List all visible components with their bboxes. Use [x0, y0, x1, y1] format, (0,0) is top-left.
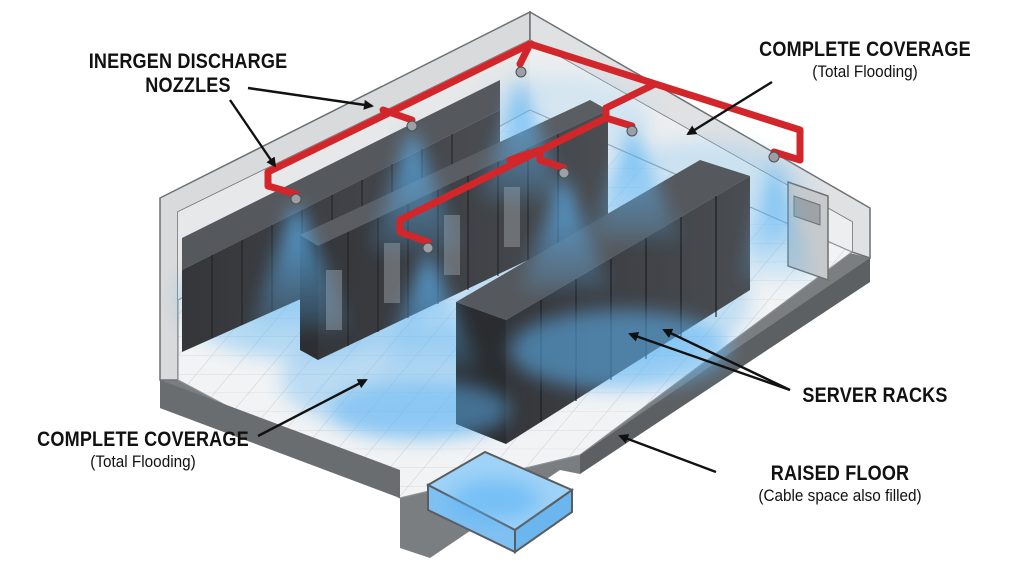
- floor-edge: [160, 380, 400, 498]
- arrow-racks-2: [662, 328, 791, 392]
- arrow-raised-floor: [618, 434, 717, 474]
- label-server-racks-title: SERVER RACKS: [802, 384, 948, 407]
- label-server-racks: SERVER RACKS: [770, 384, 980, 408]
- label-nozzles-line1: INERGEN DISCHARGE: [88, 50, 288, 73]
- arrow-coverage-top: [686, 80, 773, 136]
- label-complete-coverage-left: COMPLETE COVERAGE (Total Flooding): [18, 428, 268, 472]
- arrow-coverage-left: [257, 378, 368, 438]
- label-coverage-left-title: COMPLETE COVERAGE: [37, 428, 249, 451]
- cable-pit: [425, 450, 575, 554]
- callout-arrows: [229, 80, 791, 474]
- discharge-plumes: [250, 78, 815, 440]
- label-nozzles-line2: NOZZLES: [145, 74, 231, 98]
- label-coverage-top-title: COMPLETE COVERAGE: [759, 38, 971, 61]
- label-inergen-nozzles: INERGEN DISCHARGE NOZZLES: [58, 50, 318, 98]
- arrow-nozzles-1: [247, 86, 374, 110]
- label-raised-floor-title: RAISED FLOOR: [770, 462, 910, 485]
- arrow-racks-1: [628, 331, 791, 392]
- inergen-piping: [264, 40, 804, 246]
- arrow-nozzles-2: [229, 99, 277, 168]
- label-complete-coverage-top: COMPLETE COVERAGE (Total Flooding): [730, 38, 1000, 82]
- label-coverage-top-subtitle: (Total Flooding): [812, 62, 918, 82]
- label-raised-floor: RAISED FLOOR (Cable space also filled): [690, 462, 990, 506]
- label-coverage-left-subtitle: (Total Flooding): [90, 452, 196, 472]
- nozzle-icon: [290, 66, 780, 254]
- label-raised-floor-subtitle: (Cable space also filled): [758, 486, 922, 506]
